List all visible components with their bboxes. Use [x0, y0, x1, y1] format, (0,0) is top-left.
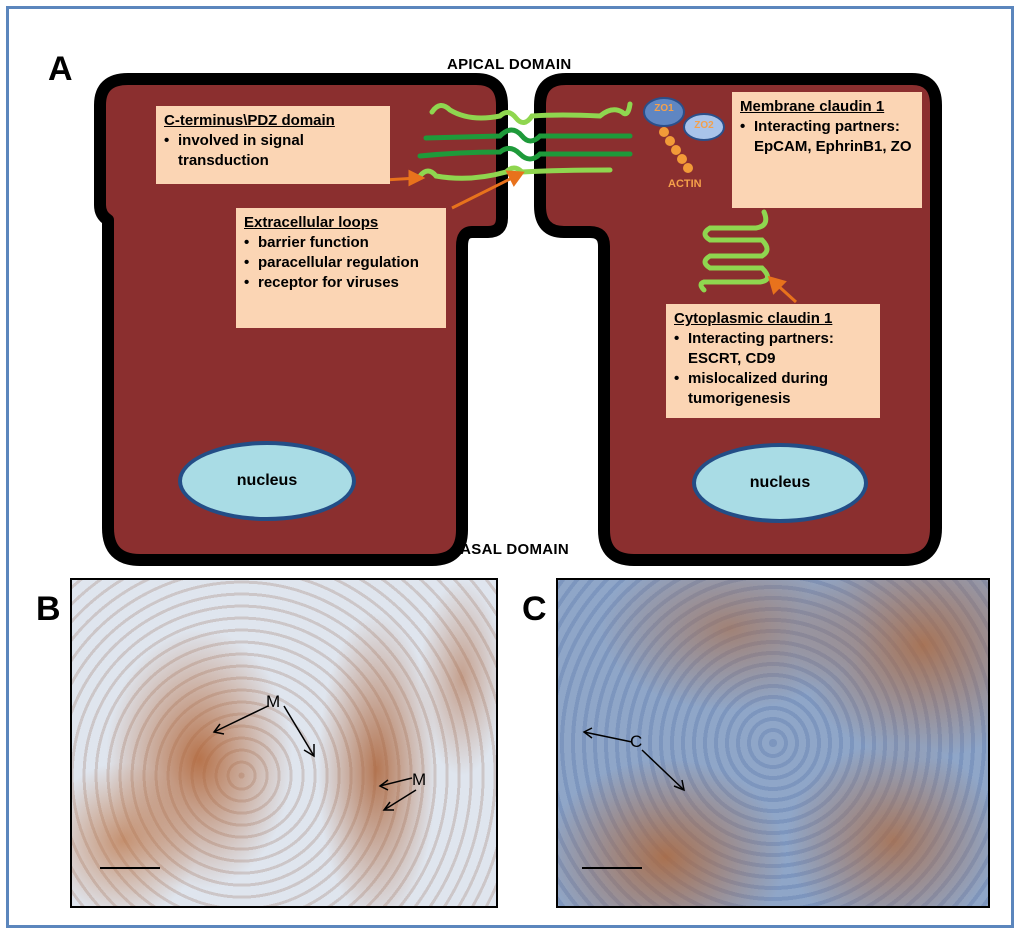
- micrograph-c: C: [556, 578, 990, 908]
- claudin-strand-2: [423, 127, 633, 144]
- annotation-m-2: M: [412, 770, 427, 789]
- claudin-strand-top: [429, 101, 633, 125]
- callout-membrane-claudin: Membrane claudin 1 Interacting partners:…: [732, 92, 922, 208]
- claudin-strand-3: [417, 146, 633, 162]
- micrograph-b: M M: [70, 578, 498, 908]
- cytoplasmic-claudin: [698, 209, 770, 293]
- callout-membrane-title: Membrane claudin 1: [740, 98, 885, 115]
- panel-label-a: A: [48, 50, 73, 88]
- callout-extracellular-loops: Extracellular loops barrier function par…: [236, 208, 446, 328]
- callout-cytoplasmic-item: mislocalized during tumorigenesis: [674, 369, 872, 409]
- actin-label: ACTIN: [668, 178, 702, 190]
- loops-arrow: [451, 174, 517, 210]
- callout-extracellular-item: receptor for viruses: [244, 273, 438, 293]
- panel-label-c: C: [522, 590, 547, 628]
- zo2-protein: [683, 113, 725, 141]
- callout-cterminus-item: involved in signal transduction: [164, 131, 382, 171]
- panel-label-b: B: [36, 590, 61, 628]
- basal-domain-label: BASAL DOMAIN: [449, 541, 569, 558]
- micrograph-b-annotations: [100, 705, 417, 869]
- nucleus-right: nucleus: [692, 443, 868, 523]
- zo1-protein: [643, 97, 685, 127]
- nucleus-left: nucleus: [178, 441, 356, 521]
- annotation-c-1: C: [630, 732, 643, 751]
- callout-cytoplasmic-claudin: Cytoplasmic claudin 1 Interacting partne…: [666, 304, 880, 418]
- actin-filament: [659, 127, 693, 173]
- micrograph-c-annotations: [582, 727, 686, 869]
- callout-extracellular-item: barrier function: [244, 233, 438, 253]
- callout-cytoplasmic-item: Interacting partners: ESCRT, CD9: [674, 329, 872, 369]
- figure-frame: [6, 6, 1014, 928]
- zo2-label: ZO2: [694, 120, 714, 131]
- callout-cytoplasmic-title: Cytoplasmic claudin 1: [674, 310, 833, 327]
- callout-extracellular-item: paracellular regulation: [244, 253, 438, 273]
- claudin-strand-4: [417, 165, 613, 181]
- callout-extracellular-title: Extracellular loops: [244, 214, 379, 231]
- callout-cterminus: C-terminus\PDZ domain involved in signal…: [156, 106, 390, 184]
- callout-membrane-item: Interacting partners: EpCAM, EphrinB1, Z…: [740, 117, 914, 157]
- callout-cterminus-title: C-terminus\PDZ domain: [164, 112, 335, 129]
- zo1-label: ZO1: [654, 103, 674, 114]
- annotation-m-1: M: [266, 692, 281, 711]
- apical-domain-label: APICAL DOMAIN: [447, 56, 572, 73]
